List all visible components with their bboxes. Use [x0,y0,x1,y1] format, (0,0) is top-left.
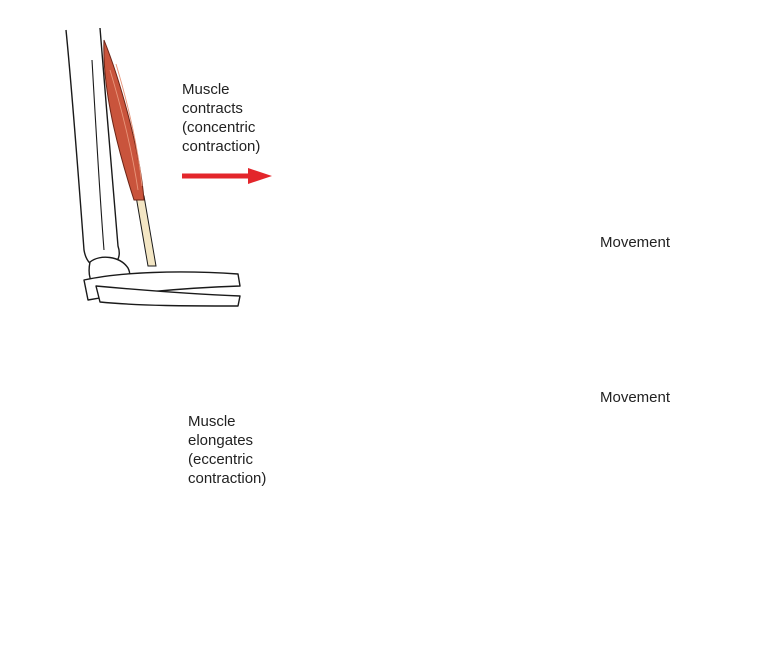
label-line: Muscle [182,81,230,98]
movement-label-top: Movement [600,234,671,251]
arm-relaxed-top [65,27,241,307]
label-line: elongates [188,432,254,449]
transition-arrow-top [182,168,272,184]
label-line: (concentric [182,119,256,136]
label-line: contracts [182,100,243,117]
movement-label-bottom: Movement [600,389,671,406]
label-line: contraction) [182,138,261,155]
contraction-label-top: Muscle contracts (concentric contraction… [182,80,260,156]
label-line: (eccentric [188,451,254,468]
label-line: contraction) [188,470,267,487]
label-line: Muscle [188,413,236,430]
contraction-label-bottom: Muscle elongates (eccentric contraction) [188,412,266,488]
